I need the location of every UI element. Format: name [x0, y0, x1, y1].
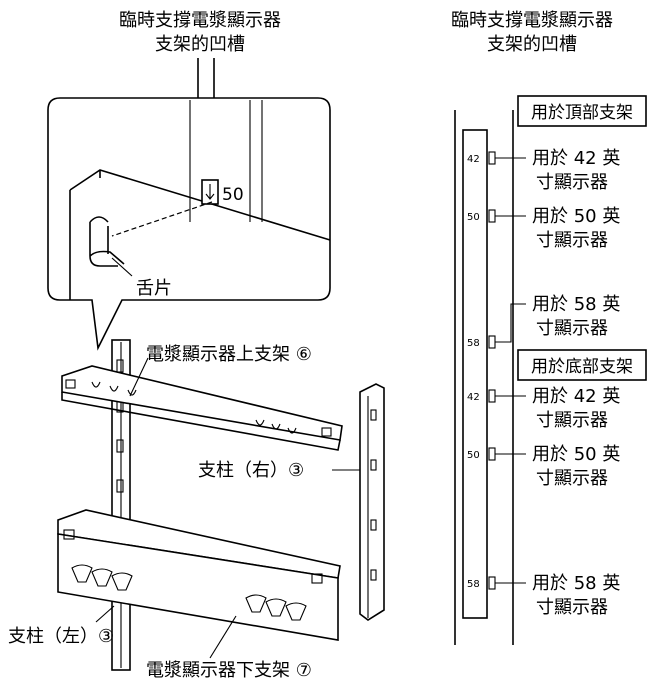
left-title-line1: 臨時支撐電漿顯示器 [119, 10, 281, 31]
slot-number: 50 [467, 450, 480, 461]
slot-notch [488, 447, 496, 461]
slot-label-line2: 寸顯示器 [536, 410, 608, 431]
tongue-label: 舌片 [136, 278, 172, 299]
right-pillar-label: 支柱（右）③ [198, 460, 304, 481]
right-pillar [359, 383, 385, 621]
detail-callout [47, 97, 331, 351]
left-pillar-label: 支柱（左）③ [8, 626, 114, 647]
top-section-label: 用於頂部支架 [531, 103, 633, 123]
left-title-line2: 支架的凹槽 [155, 34, 245, 55]
slot-notch [488, 576, 496, 590]
bottom-section-label: 用於底部支架 [531, 357, 633, 377]
slot-label-line2: 寸顯示器 [536, 318, 608, 339]
slot-notch [488, 209, 496, 223]
slot-label-line2: 寸顯示器 [536, 230, 608, 251]
slot-label-line1: 用於 50 英 [532, 444, 620, 465]
upper-bracket-label: 電漿顯示器上支架 ⑥ [146, 344, 312, 365]
slot-notch [488, 335, 496, 349]
bottom-section-box [517, 349, 647, 381]
slot-label-line1: 用於 50 英 [532, 206, 620, 227]
slot-number: 58 [467, 579, 480, 590]
slot-label-line1: 用於 58 英 [532, 294, 620, 315]
slot-leader [495, 303, 526, 343]
slot-label-line2: 寸顯示器 [536, 172, 608, 193]
upper-bracket [61, 365, 343, 451]
slot-notch [488, 389, 496, 403]
slot-label-line1: 用於 42 英 [532, 386, 620, 407]
top-section-box [517, 95, 647, 127]
slot-label-line2: 寸顯示器 [536, 468, 608, 489]
slot-number: 42 [467, 392, 480, 403]
pillar-side-view [454, 110, 514, 645]
lower-bracket-label: 電漿顯示器下支架 ⑦ [146, 660, 312, 681]
slot-label-line2: 寸顯示器 [536, 597, 608, 618]
slot-notch [488, 151, 496, 165]
slot-label-line1: 用於 58 英 [532, 573, 620, 594]
right-title-line1: 臨時支撐電漿顯示器 [451, 10, 613, 31]
tongue-hook [89, 216, 125, 267]
slot-number: 42 [467, 154, 480, 165]
slot-number: 58 [467, 338, 480, 349]
callout-number: 50 [222, 185, 244, 205]
lower-bracket [57, 509, 341, 641]
slot-number: 50 [467, 212, 480, 223]
slot-label-line1: 用於 42 英 [532, 148, 620, 169]
right-title-line2: 支架的凹槽 [487, 34, 577, 55]
